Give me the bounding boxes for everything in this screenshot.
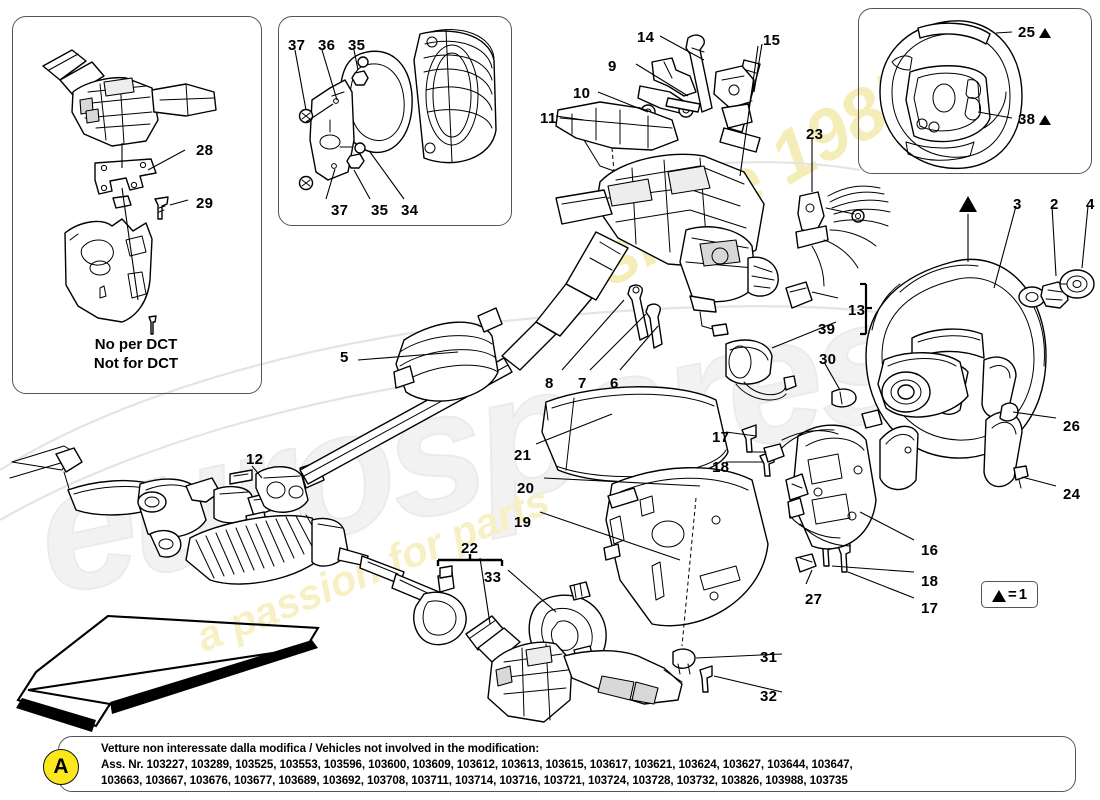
footer-line-2: Ass. Nr. 103227, 103289, 103525, 103553,… bbox=[101, 757, 853, 771]
callout-30: 30 bbox=[819, 351, 837, 368]
callout-7: 7 bbox=[578, 375, 587, 392]
inset-panel-no-dct bbox=[12, 16, 262, 394]
callout-5: 5 bbox=[340, 349, 349, 366]
callout-33: 33 bbox=[484, 569, 502, 586]
callout-31: 31 bbox=[760, 649, 778, 666]
callout-29: 29 bbox=[196, 195, 214, 212]
callout-2: 2 bbox=[1050, 196, 1059, 213]
triangle-marker-icon bbox=[991, 589, 1006, 602]
callout-27: 27 bbox=[805, 591, 823, 608]
callout-37-bottom: 37 bbox=[331, 202, 349, 219]
callout-9: 9 bbox=[608, 58, 617, 75]
triangle-marker-icon bbox=[1039, 28, 1052, 38]
callout-23: 23 bbox=[806, 126, 824, 143]
callout-20: 20 bbox=[517, 480, 535, 497]
legend-triangle-equals-one: = 1 bbox=[981, 581, 1038, 608]
callout-19: 19 bbox=[514, 514, 532, 531]
triangle-marker-icon bbox=[1039, 115, 1052, 125]
inset-caption-no-dct-en: Not for DCT bbox=[93, 355, 179, 372]
callout-18-lower: 18 bbox=[921, 573, 939, 590]
callout-37-top: 37 bbox=[288, 37, 306, 54]
callout-39: 39 bbox=[818, 321, 836, 338]
callout-26: 26 bbox=[1063, 418, 1081, 435]
callout-10: 10 bbox=[573, 85, 591, 102]
callout-22: 22 bbox=[461, 540, 479, 557]
footer-note: A Vetture non interessate dalla modifica… bbox=[43, 736, 1076, 792]
callout-18-upper: 18 bbox=[712, 459, 730, 476]
callout-15: 15 bbox=[763, 32, 781, 49]
callout-4: 4 bbox=[1086, 196, 1095, 213]
callout-16: 16 bbox=[921, 542, 939, 559]
legend-value: 1 bbox=[1018, 586, 1028, 603]
callout-32: 32 bbox=[760, 688, 778, 705]
callout-38-number: 38 bbox=[1018, 111, 1036, 128]
callout-11: 11 bbox=[540, 110, 557, 127]
callout-14: 14 bbox=[637, 29, 655, 46]
inset-caption-no-dct-it: No per DCT bbox=[94, 336, 178, 353]
callout-12: 12 bbox=[246, 451, 264, 468]
callout-13: 13 bbox=[848, 302, 866, 319]
footer-note-text: Vetture non interessate dalla modifica /… bbox=[101, 741, 853, 789]
callout-25: 25 bbox=[1018, 24, 1052, 41]
inset-panel-cover-gasket bbox=[278, 16, 512, 226]
callout-34: 34 bbox=[401, 202, 419, 219]
callout-8: 8 bbox=[545, 375, 554, 392]
callout-6: 6 bbox=[610, 375, 619, 392]
callout-3: 3 bbox=[1013, 196, 1022, 213]
callout-21: 21 bbox=[514, 447, 532, 464]
footer-line-1: Vetture non interessate dalla modifica /… bbox=[101, 742, 540, 755]
callout-28: 28 bbox=[196, 142, 214, 159]
callout-36: 36 bbox=[318, 37, 336, 54]
callout-17-lower: 17 bbox=[921, 600, 939, 617]
inset-panel-steering-wheel bbox=[858, 8, 1092, 174]
callout-35-bottom: 35 bbox=[371, 202, 389, 219]
callout-17-upper: 17 bbox=[712, 429, 730, 446]
footer-line-3: 103663, 103667, 103676, 103677, 103689, … bbox=[101, 773, 848, 787]
callout-24: 24 bbox=[1063, 486, 1081, 503]
note-badge-a: A bbox=[43, 749, 79, 785]
callout-38: 38 bbox=[1018, 111, 1052, 128]
legend-equals: = bbox=[1007, 586, 1017, 603]
callout-25-number: 25 bbox=[1018, 24, 1036, 41]
callout-35-top: 35 bbox=[348, 37, 366, 54]
